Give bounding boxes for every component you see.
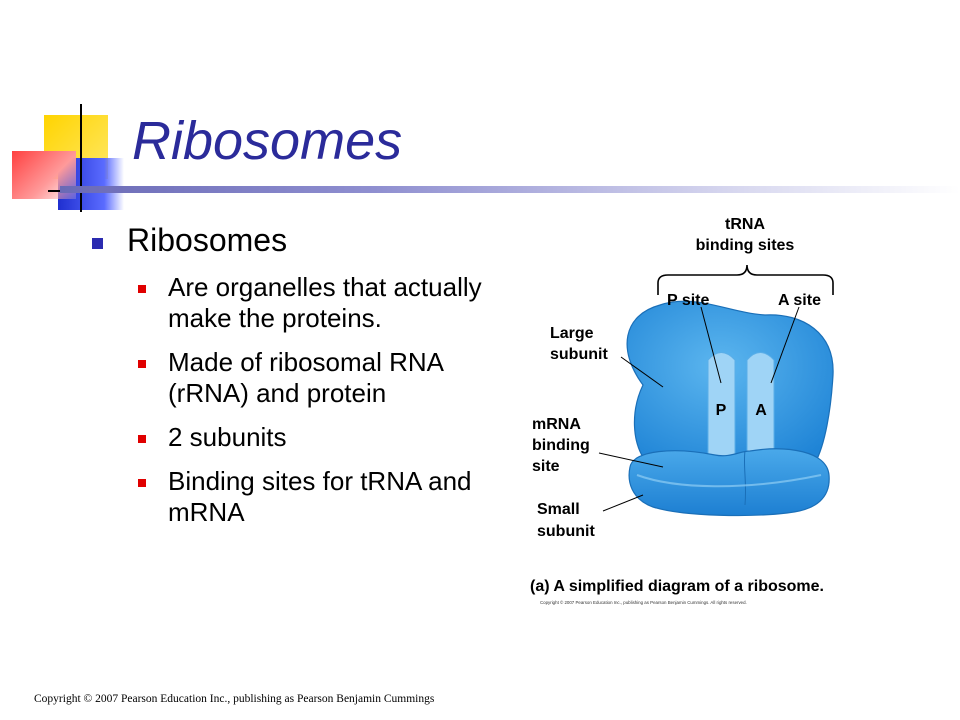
label-small-line2: subunit: [537, 523, 595, 540]
mrna-site-leader: [598, 452, 664, 468]
decor-vertical-line: [80, 104, 82, 212]
label-a-letter: A: [755, 402, 767, 419]
diagram-caption: (a) A simplified diagram of a ribosome.: [530, 578, 824, 595]
title-underline: [60, 186, 960, 193]
sub-bullet-marker: [138, 479, 146, 487]
label-mrna-line2: binding: [532, 437, 590, 454]
label-trna-line2: binding sites: [696, 237, 795, 254]
label-mrna-line1: mRNA: [532, 416, 581, 433]
sub-bullet-item: Made of ribosomal RNA (rRNA) and protein: [138, 347, 528, 409]
small-subunit-leader: [602, 494, 644, 512]
bullet-marker: [92, 238, 103, 249]
trna-bracket: [657, 264, 834, 295]
footer-copyright: Copyright © 2007 Pearson Education Inc.,…: [34, 693, 435, 705]
sub-bullet-item: Are organelles that actually make the pr…: [138, 272, 528, 334]
a-site-leader: [770, 306, 800, 384]
label-a-site: A site: [778, 292, 821, 309]
sub-bullet-text: Binding sites for tRNA and mRNA: [168, 466, 472, 527]
label-large-line2: subunit: [550, 346, 608, 363]
sub-bullet-item: 2 subunits: [138, 422, 528, 453]
sub-bullet-marker: [138, 435, 146, 443]
sub-bullet-text: Are organelles that actually make the pr…: [168, 272, 482, 333]
label-small-line1: Small: [537, 501, 580, 518]
ribosome-diagram: tRNA binding sites P site A site Large s…: [530, 216, 834, 605]
sub-bullet-text: Made of ribosomal RNA (rRNA) and protein: [168, 347, 443, 408]
diagram-copyright: Copyright © 2007 Pearson Education Inc.,…: [540, 600, 747, 605]
small-subunit-highlight: [636, 474, 822, 488]
small-subunit-groove: [743, 450, 747, 506]
label-p-site: P site: [667, 292, 710, 309]
p-site-channel: [707, 352, 736, 464]
sub-bullet-item: Binding sites for tRNA and mRNA: [138, 466, 528, 528]
sub-bullet-text: 2 subunits: [168, 422, 287, 452]
label-p-letter: P: [716, 402, 727, 419]
large-subunit-leader: [620, 356, 664, 388]
sub-bullet-marker: [138, 360, 146, 368]
label-large-line1: Large: [550, 325, 594, 342]
small-subunit-shape: [628, 448, 830, 517]
sub-bullet-list: Are organelles that actually make the pr…: [138, 272, 528, 541]
main-bullet-text: Ribosomes: [127, 222, 288, 258]
sub-bullet-marker: [138, 285, 146, 293]
label-mrna-line3: site: [532, 458, 560, 475]
a-site-channel: [746, 352, 775, 464]
label-trna-line1: tRNA: [725, 216, 765, 233]
page-title: Ribosomes: [132, 111, 403, 171]
p-site-leader: [700, 306, 722, 384]
